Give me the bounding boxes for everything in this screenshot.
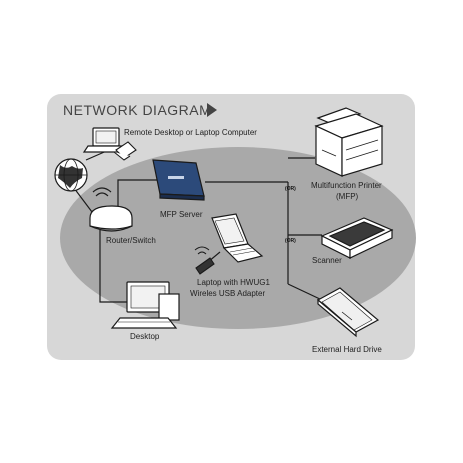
mfp-printer-icon [314, 107, 384, 177]
scanner-icon [320, 217, 394, 259]
label-mfp-line2: (MFP) [336, 192, 359, 201]
label-mfp-server: MFP Server [160, 210, 203, 219]
or-label-2: (OR) [285, 238, 296, 244]
play-arrow-icon [207, 103, 217, 117]
router-icon [89, 187, 133, 232]
label-hdd: External Hard Drive [312, 345, 382, 354]
label-mfp-line1: Multifunction Printer [311, 181, 382, 190]
label-desktop: Desktop [130, 332, 160, 341]
diagram-title: NETWORK DIAGRAM [63, 102, 212, 118]
hdd-icon [316, 287, 380, 338]
remote-laptop-small-icon [113, 141, 137, 161]
mfp-server-icon [152, 159, 205, 201]
laptop-usb-icon [211, 213, 264, 263]
desktop-icon [110, 281, 180, 329]
remote-laptop-icon [82, 127, 130, 153]
or-label-1: (OR) [285, 186, 296, 192]
label-laptop-line1: Laptop with HWUG1 [197, 278, 270, 287]
label-router: Router/Switch [106, 236, 156, 245]
usb-adapter-icon [195, 257, 215, 275]
link-hdd [287, 283, 323, 301]
link-globe-router [73, 187, 93, 213]
label-scanner: Scanner [312, 256, 342, 265]
label-laptop-line2: Wireles USB Adapter [190, 289, 266, 298]
wireless-signal-icon [194, 246, 210, 255]
globe-icon [54, 158, 88, 192]
link-router-desktop [99, 230, 128, 303]
link-router-server [117, 179, 160, 210]
label-remote: Remote Desktop or Laptop Computer [124, 128, 257, 137]
